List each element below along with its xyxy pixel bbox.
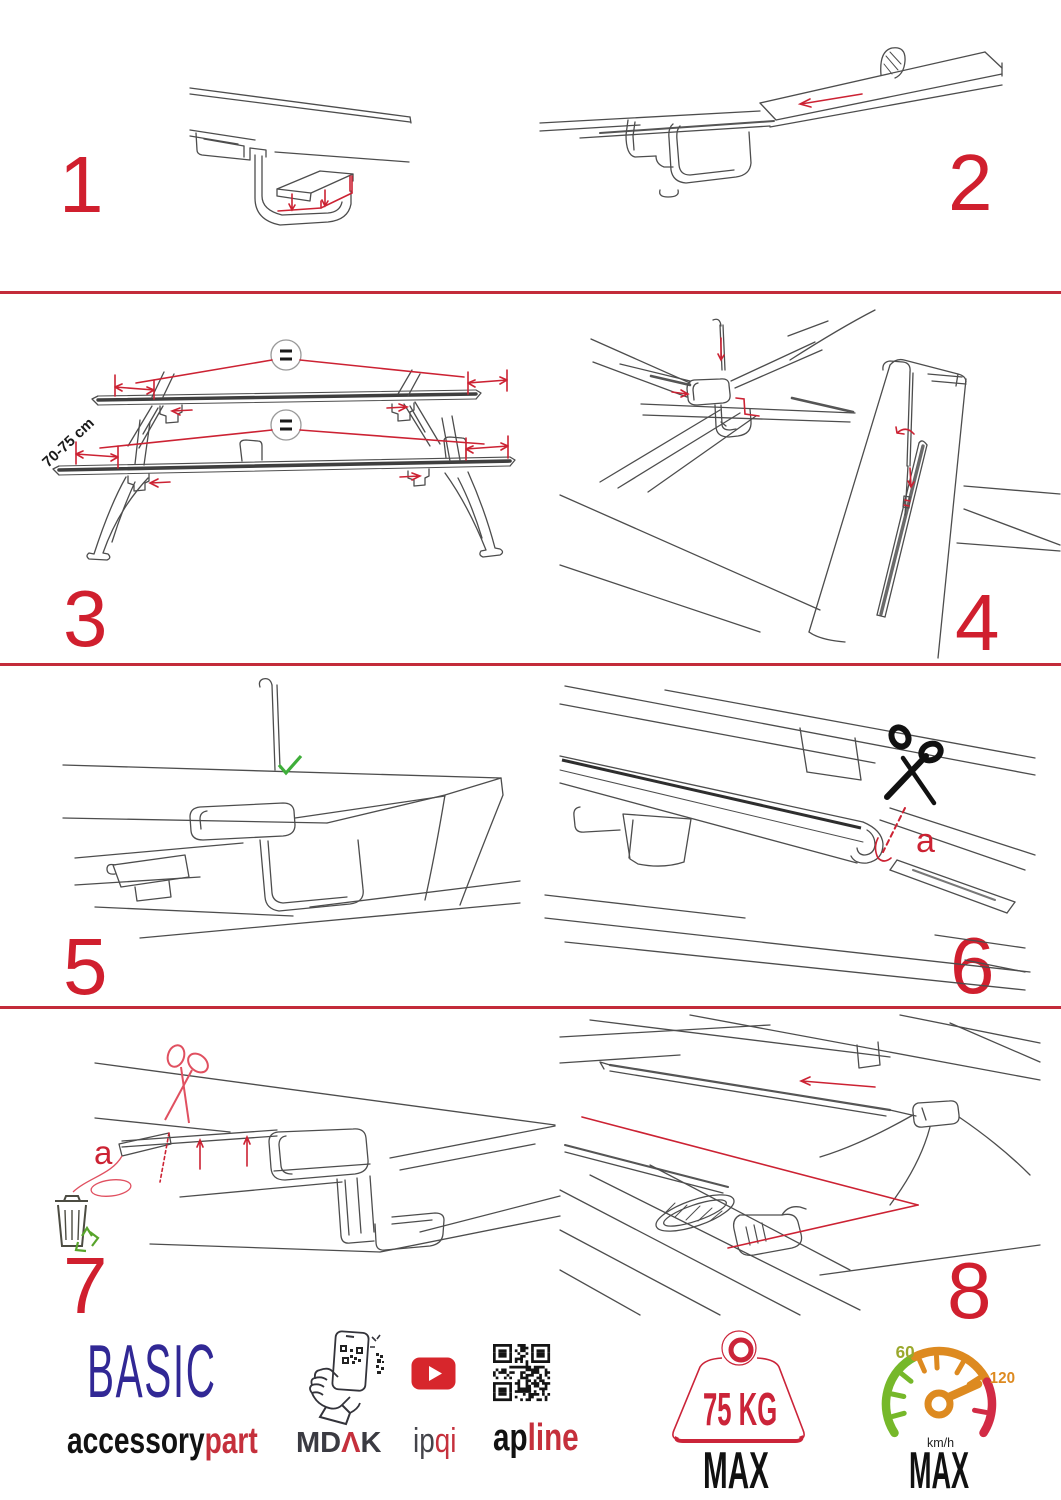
svg-text:75 KG: 75 KG <box>703 1385 777 1435</box>
svg-text:a: a <box>916 822 935 860</box>
svg-text:70-75 cm: 70-75 cm <box>39 415 98 471</box>
svg-text:120: 120 <box>990 1370 1016 1387</box>
svg-text:km/h: km/h <box>927 1436 954 1450</box>
svg-text:60: 60 <box>896 1342 915 1363</box>
svg-text:a: a <box>94 1134 113 1171</box>
